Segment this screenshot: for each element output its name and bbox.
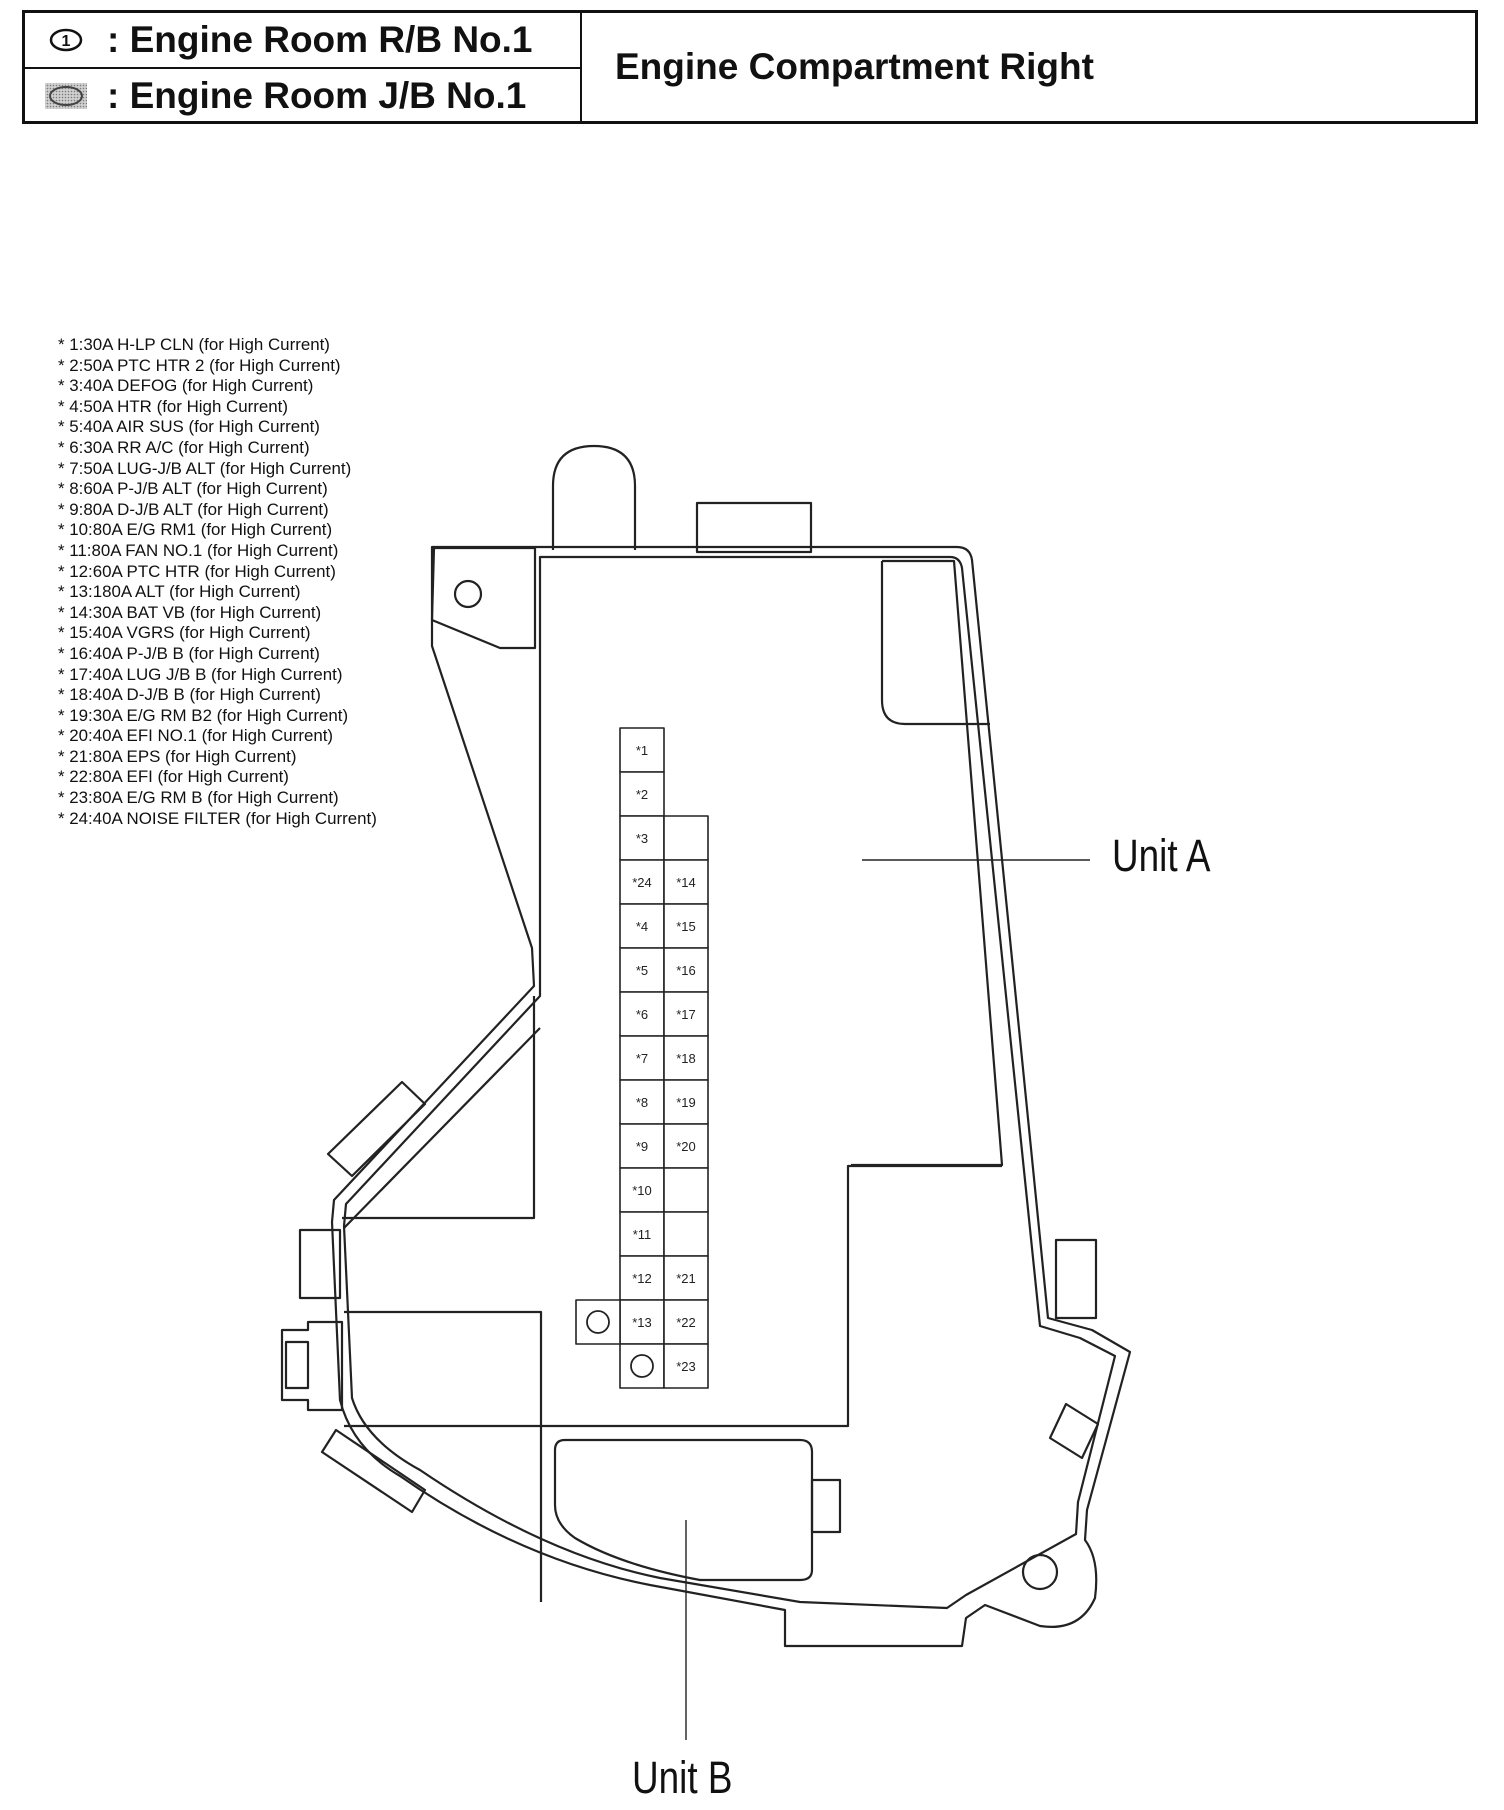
header-row1-label: : Engine Room R/B No.1 [107,19,533,60]
fuse-label: *8 [636,1095,648,1110]
unit-a-label: Unit A [1112,830,1211,881]
fuse-slot [663,859,709,905]
legend-item: * 6:30A RR A/C (for High Current) [58,437,310,457]
fuse-label: *3 [636,831,648,846]
legend-item: * 5:40A AIR SUS (for High Current) [58,417,320,437]
fuse-slot [619,1343,665,1389]
right-connector-lower [1048,1402,1100,1460]
legend-item: * 16:40A P-J/B B (for High Current) [58,643,320,663]
fuse-slot [663,903,709,949]
fuse-label: *15 [676,919,696,934]
fuse-slot [663,815,709,861]
fuse-label: *9 [636,1139,648,1154]
fuse-label: *22 [676,1315,696,1330]
fuse-label: *10 [632,1183,652,1198]
unit-b-label: Unit B [632,1752,733,1803]
header-row2-label: : Engine Room J/B No.1 [107,75,527,116]
left-connector-upper [326,1080,427,1178]
mounting-hole-icon [1021,1553,1059,1591]
left-connector-bottom [320,1428,427,1514]
legend-item: * 14:30A BAT VB (for High Current) [58,602,322,622]
fuse-slot [663,1255,709,1301]
fuse-label: *14 [676,875,696,890]
fuse-legend: * 1:30A H-LP CLN (for High Current) * 2:… [58,335,498,829]
fuse-label: *4 [636,919,648,934]
legend-item: * 23:80A E/G RM B (for High Current) [58,788,339,808]
fuse-label: *21 [676,1271,696,1286]
legend-item: * 2:50A PTC HTR 2 (for High Current) [58,355,341,375]
badge-number: 1 [62,33,71,50]
mounting-tab-top-left [430,546,537,650]
fuse-slot [663,1343,709,1389]
upper-right-pocket [851,559,1004,1167]
fuse-slot [663,1123,709,1169]
legend-item: * 3:40A DEFOG (for High Current) [58,376,314,396]
bolt-terminal-icon [586,1310,610,1334]
legend-item: * 7:50A LUG-J/B ALT (for High Current) [58,458,352,478]
shaded-ellipse-icon [25,81,107,111]
fuse-label: *19 [676,1095,696,1110]
fuse-label: *12 [632,1271,652,1286]
housing-inner [342,555,1117,1610]
legend-item: * 18:40A D-J/B B (for High Current) [58,685,321,705]
fuse-label: *17 [676,1007,696,1022]
fuse-label: *16 [676,963,696,978]
fuse-slot [663,1167,709,1213]
legend-item: * 13:180A ALT (for High Current) [58,582,301,602]
fuse-slot [663,1211,709,1257]
header-table: 1 : Engine Room R/B No.1 : Engine Room J… [22,10,1478,124]
legend-item: * 15:40A VGRS (for High Current) [58,623,311,643]
fuse-label: *11 [633,1227,652,1242]
legend-item: * 8:60A P-J/B ALT (for High Current) [58,479,328,499]
legend-item: * 9:80A D-J/B ALT (for High Current) [58,499,329,519]
legend-item: * 19:30A E/G RM B2 (for High Current) [58,705,349,725]
fuse-label: *6 [636,1007,648,1022]
fuse-slot [619,1035,665,1081]
unit-b-box [553,1438,814,1582]
top-cap [551,444,637,550]
header-row-relay-block: 1 : Engine Room R/B No.1 [25,13,580,69]
legend-item: * 10:80A E/G RM1 (for High Current) [58,520,333,540]
fuse-label: *1 [636,743,648,758]
fuse-label: *23 [676,1359,696,1374]
legend-item: * 4:50A HTR (for High Current) [58,396,288,416]
fuse-slot [619,859,665,905]
circled-number-icon: 1 [25,28,107,52]
location-title: Engine Compartment Right [615,46,1094,87]
fuse-grid: *1 *2 *3 *24 *4 *5 *6 *7 *8 *9 *10 *11 *12 *13 *14 *15 *… [575,727,709,1389]
legend-item: * 12:60A PTC HTR (for High Current) [58,561,336,581]
terminal-tab [575,1299,621,1345]
fuse-label: *2 [636,787,648,802]
fuse-slot [619,903,665,949]
fuse-label: *18 [676,1051,696,1066]
fuse-label: *24 [632,875,652,890]
fuse-slot [663,1299,709,1345]
legend-item: * 20:40A EFI NO.1 (for High Current) [58,726,334,746]
fuse-label: *20 [676,1139,696,1154]
left-connector-lower [280,1320,344,1412]
header-divider [580,13,582,121]
right-connector-upper [1054,1238,1098,1320]
legend-item: * 11:80A FAN NO.1 (for High Current) [58,540,339,560]
unit-b-connector [810,1478,842,1534]
legend-item: * 1:30A H-LP CLN (for High Current) [58,335,330,354]
legend-item: * 17:40A LUG J/B B (for High Current) [58,664,343,684]
fuse-label: *13 [632,1315,652,1330]
top-connector [695,501,813,554]
mounting-hole-icon [453,579,483,609]
legend-item: * 24:40A NOISE FILTER (for High Current) [58,808,377,828]
header-row-junction-block: : Engine Room J/B No.1 [25,69,580,123]
legend-item: * 21:80A EPS (for High Current) [58,746,297,766]
housing-outer [330,545,1132,1648]
legend-item: * 22:80A EFI (for High Current) [58,767,289,787]
fuse-slot [663,1079,709,1125]
fuse-label: *7 [636,1051,648,1066]
fuse-label: *5 [636,963,648,978]
bolt-terminal-icon [630,1354,654,1378]
left-connector-middle [298,1228,342,1300]
